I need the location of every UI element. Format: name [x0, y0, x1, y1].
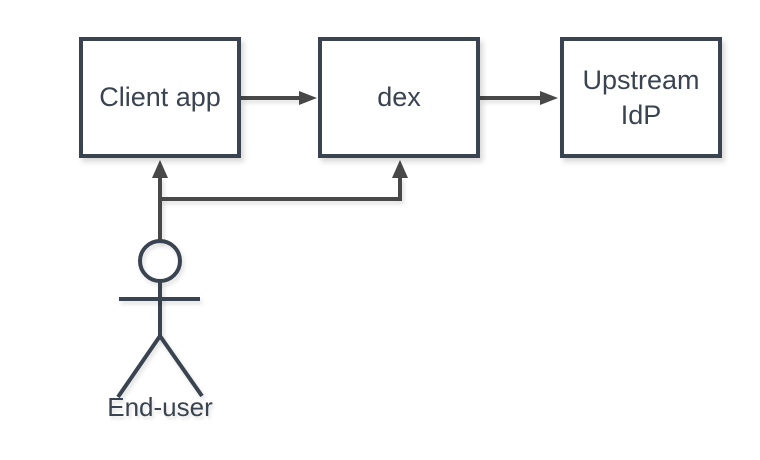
arrow-shaft — [160, 177, 402, 201]
actor-head — [138, 239, 182, 283]
node-client-app-label: Client app — [99, 82, 221, 112]
end-user-actor-icon — [116, 239, 204, 399]
node-dex: dex — [318, 37, 480, 158]
node-dex-label: dex — [377, 82, 421, 112]
arrow-end-user-to-client-app — [152, 160, 168, 242]
arrowhead-up-icon — [392, 160, 408, 178]
arrowhead-right-icon — [299, 91, 317, 105]
node-client-app: Client app — [79, 37, 241, 158]
actor-left-leg — [116, 334, 162, 399]
arrowhead-up-icon — [152, 160, 168, 178]
actor-label: End-user — [107, 392, 213, 422]
arrow-dex-to-upstream-idp — [480, 91, 558, 105]
arrow-client-app-to-dex — [241, 91, 317, 105]
node-upstream-idp-label: Upstream IdP — [582, 64, 700, 130]
actor-right-leg — [158, 334, 204, 398]
node-upstream-idp: Upstream IdP — [560, 37, 722, 158]
arrow-end-user-to-dex — [160, 160, 408, 201]
arrowhead-right-icon — [540, 91, 558, 105]
